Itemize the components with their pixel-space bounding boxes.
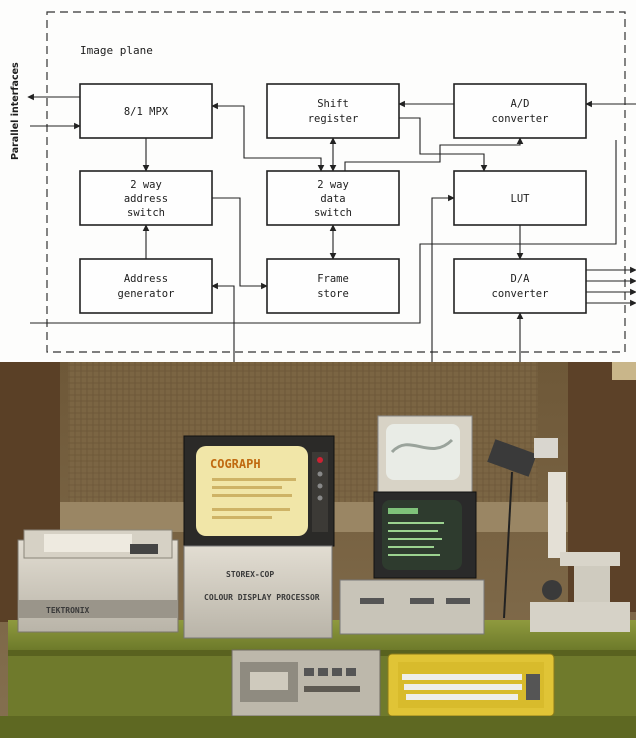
processor-plate-line2: COLOUR DISPLAY PROCESSOR <box>204 593 320 602</box>
frame-store-block: Frame store <box>266 258 400 314</box>
menu-monitor <box>373 491 477 579</box>
block-diagram-canvas: Image plane Parallel interfaces 8/1 MPX … <box>10 11 636 362</box>
equipment-photo: TEKTRONIX COGRAPH STOREX-COP COLOUR DISP… <box>0 362 636 738</box>
da-converter-line1: D/A <box>511 273 531 285</box>
frame-store-line1: Frame <box>317 273 349 285</box>
data-switch-line3: switch <box>314 207 352 219</box>
printer-brand: TEKTRONIX <box>46 606 90 615</box>
mpx-block: 8/1 MPX <box>79 83 213 139</box>
shift-register-line1: Shift <box>317 98 349 110</box>
block-diagram: Image plane Parallel interfaces 8/1 MPX … <box>0 0 636 362</box>
address-generator-line1: Address <box>124 273 168 285</box>
data-switch-block: 2 way data switch <box>266 170 400 226</box>
mpx-label: 8/1 MPX <box>124 106 169 118</box>
data-switch-line1: 2 way <box>317 179 349 191</box>
address-switch-line1: 2 way <box>130 179 162 191</box>
address-switch-block: 2 way address switch <box>79 170 213 226</box>
parallel-interfaces-label: Parallel interfaces <box>10 62 21 160</box>
processor-plate-line1: STOREX-COP <box>226 570 274 579</box>
da-converter-line2: converter <box>492 288 549 300</box>
lut-block: LUT <box>453 170 587 226</box>
ad-converter-line2: converter <box>492 113 549 125</box>
cograph-title: COGRAPH <box>210 457 261 471</box>
printer: TEKTRONIX <box>17 529 179 633</box>
da-converter-block: D/A converter <box>453 258 587 314</box>
shift-register-block: Shift register <box>266 83 400 139</box>
data-switch-line2: data <box>320 193 345 205</box>
microscope-camera <box>487 438 630 632</box>
image-plane-label: Image plane <box>80 44 153 57</box>
cograph-monitor: COGRAPH <box>183 435 335 547</box>
connection-lines <box>27 93 636 362</box>
image-plane-border <box>46 11 626 353</box>
cassette-deck <box>231 649 381 717</box>
colour-display-processor: STOREX-COP COLOUR DISPLAY PROCESSOR <box>183 545 333 639</box>
lut-label: LUT <box>511 193 531 205</box>
address-generator-line2: generator <box>118 288 175 300</box>
upper-monitor <box>377 415 473 493</box>
frame-store-line2: store <box>317 288 349 300</box>
address-switch-line2: address <box>124 193 168 205</box>
rack-unit <box>339 579 485 635</box>
keyboard <box>387 653 555 717</box>
wall-frame <box>612 362 636 380</box>
ad-converter-block: A/D converter <box>453 83 587 139</box>
address-generator-block: Address generator <box>79 258 213 314</box>
bench-front-edge <box>0 716 636 738</box>
ad-converter-line1: A/D <box>511 98 530 110</box>
shift-register-line2: register <box>308 113 359 125</box>
address-switch-line3: switch <box>127 207 165 219</box>
equipment-photo-canvas: TEKTRONIX COGRAPH STOREX-COP COLOUR DISP… <box>0 362 636 738</box>
